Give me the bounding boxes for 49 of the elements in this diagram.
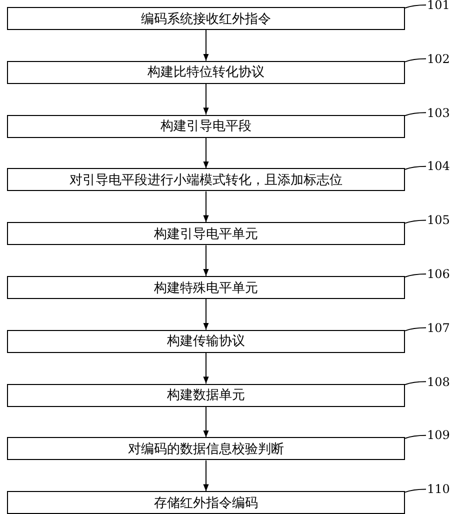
process-box (7, 168, 405, 192)
step-text: 构建引导电平单元 (154, 226, 258, 243)
step-text: 构建传输协议 (167, 333, 245, 350)
leader-line (404, 434, 426, 439)
process-box (7, 491, 405, 514)
step-number: 106 (427, 267, 450, 281)
step-text: 构建特殊电平单元 (154, 280, 258, 296)
leader-line (404, 112, 426, 116)
step-text: 构建数据单元 (167, 387, 245, 404)
arrow (203, 298, 209, 330)
arrow (203, 244, 209, 276)
step-number: 108 (427, 374, 450, 389)
process-box (7, 276, 405, 299)
process-box (7, 384, 405, 407)
arrow (203, 190, 209, 223)
step-text: 存储红外指令编码 (154, 494, 258, 512)
step-number: 101 (427, 0, 450, 12)
arrow (203, 406, 209, 438)
process-box (7, 114, 405, 138)
step-text: 对编码的数据信息校验判断 (128, 440, 284, 458)
leader-line (404, 220, 426, 224)
leader-line (404, 166, 426, 170)
step-number: 109 (427, 428, 450, 442)
arrow (203, 460, 209, 492)
arrow (203, 83, 209, 116)
step-text: 构建引导电平段 (160, 118, 252, 136)
step-number: 103 (427, 106, 450, 120)
step-number: 102 (427, 52, 450, 66)
process-box (7, 330, 405, 353)
arrow (203, 137, 209, 169)
step-number: 104 (427, 159, 450, 174)
process-box (7, 7, 405, 30)
leader-line (404, 274, 426, 278)
step-number: 110 (427, 482, 450, 496)
leader-line (404, 381, 426, 386)
step-number: 107 (427, 320, 450, 335)
leader-line (404, 327, 426, 332)
arrow (203, 30, 209, 62)
step-number: 105 (427, 213, 450, 228)
process-box (7, 60, 405, 84)
step-text: 编码系统接收红外指令 (141, 10, 271, 28)
step-text: 对引导电平段进行小端模式转化，且添加标志位 (70, 172, 342, 189)
process-box (7, 437, 405, 460)
step-text: 构建比特位转化协议 (148, 64, 264, 82)
leader-line (404, 4, 426, 8)
leader-line (404, 58, 426, 62)
process-box (7, 222, 405, 246)
leader-line (404, 488, 426, 493)
arrow (203, 352, 209, 384)
